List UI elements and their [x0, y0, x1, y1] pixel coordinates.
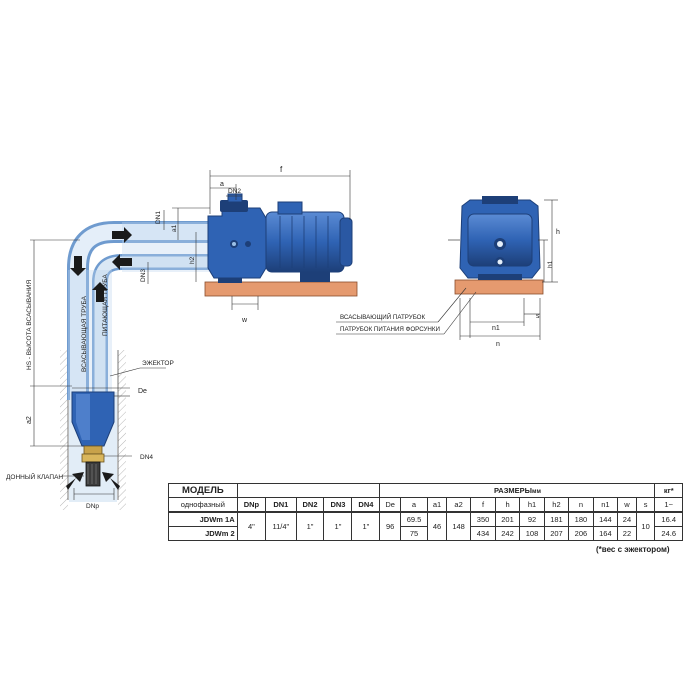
inflow-arrow-icon — [66, 472, 120, 490]
dim-dn4: DN4 — [140, 454, 153, 461]
dim-a2: a2 — [26, 416, 33, 424]
model-header: МОДЕЛЬ — [168, 483, 238, 498]
suction-pipe-label: ВСАСЫВАЮЩАЯ ТРУБА — [81, 295, 88, 372]
suction-port-label: ВСАСЫВАЮЩИЙ ПАТРУБОК — [340, 313, 425, 321]
pipe-highlight — [122, 222, 210, 272]
dim-h2: h2 — [189, 256, 196, 264]
dim-h1: h1 — [547, 260, 554, 268]
dim-dn1: DN1 — [155, 211, 162, 224]
dim-dn3: DN3 — [140, 269, 147, 282]
foot-valve — [81, 445, 105, 487]
dims-header: РАЗМЕРЫмм — [379, 483, 656, 498]
dim-de: De — [138, 388, 147, 395]
dim-f: f — [280, 165, 283, 174]
nozzle-port-label: ПАТРУБОК ПИТАНИЯ ФОРСУНКИ — [340, 326, 440, 333]
weight-note: (*вес с эжектором) — [596, 545, 670, 554]
ground-slab — [204, 279, 544, 297]
dimension-lines — [30, 170, 558, 500]
dim-dn2: DN2 — [228, 188, 241, 195]
dim-w: w — [241, 317, 248, 324]
dim-n: n — [496, 341, 500, 348]
ejector-label: ЭЖЕКТОР — [142, 360, 174, 367]
dim-dnp: DNp — [86, 503, 99, 510]
dim-a: a — [220, 181, 224, 188]
model-subheader: однофазный — [168, 497, 238, 513]
pipe-highlight-vertical — [68, 270, 112, 400]
foot-valve-label: ДОННЫЙ КЛАПАН — [6, 472, 63, 481]
dim-a1: a1 — [171, 224, 178, 232]
dimensions-table: МОДЕЛЬ РАЗМЕРЫмм кг* однофазный DNp DN1 … — [168, 483, 683, 541]
dim-n1: n1 — [492, 325, 500, 332]
table-row: JDWm 2 75 434 242 108 207 206 164 22 24.… — [168, 526, 683, 541]
table-row: JDWm 1A 4" 11/4" 1" 1" 1" 96 69.5 46 148… — [168, 511, 683, 541]
hs-label: HS - ВЫСОТА ВСАСЫВАНИЯ — [26, 279, 33, 370]
pump-front-view — [448, 196, 541, 280]
pump-side-view — [207, 193, 353, 283]
flow-arrow-icon — [70, 227, 132, 302]
weight-header: кг* — [654, 483, 683, 498]
ejector — [71, 391, 115, 447]
feed-pipe-label: ПИТАЮЩАЯ ТРУБА — [102, 274, 109, 336]
dim-h: h — [556, 229, 560, 236]
dim-s: s — [536, 313, 540, 320]
